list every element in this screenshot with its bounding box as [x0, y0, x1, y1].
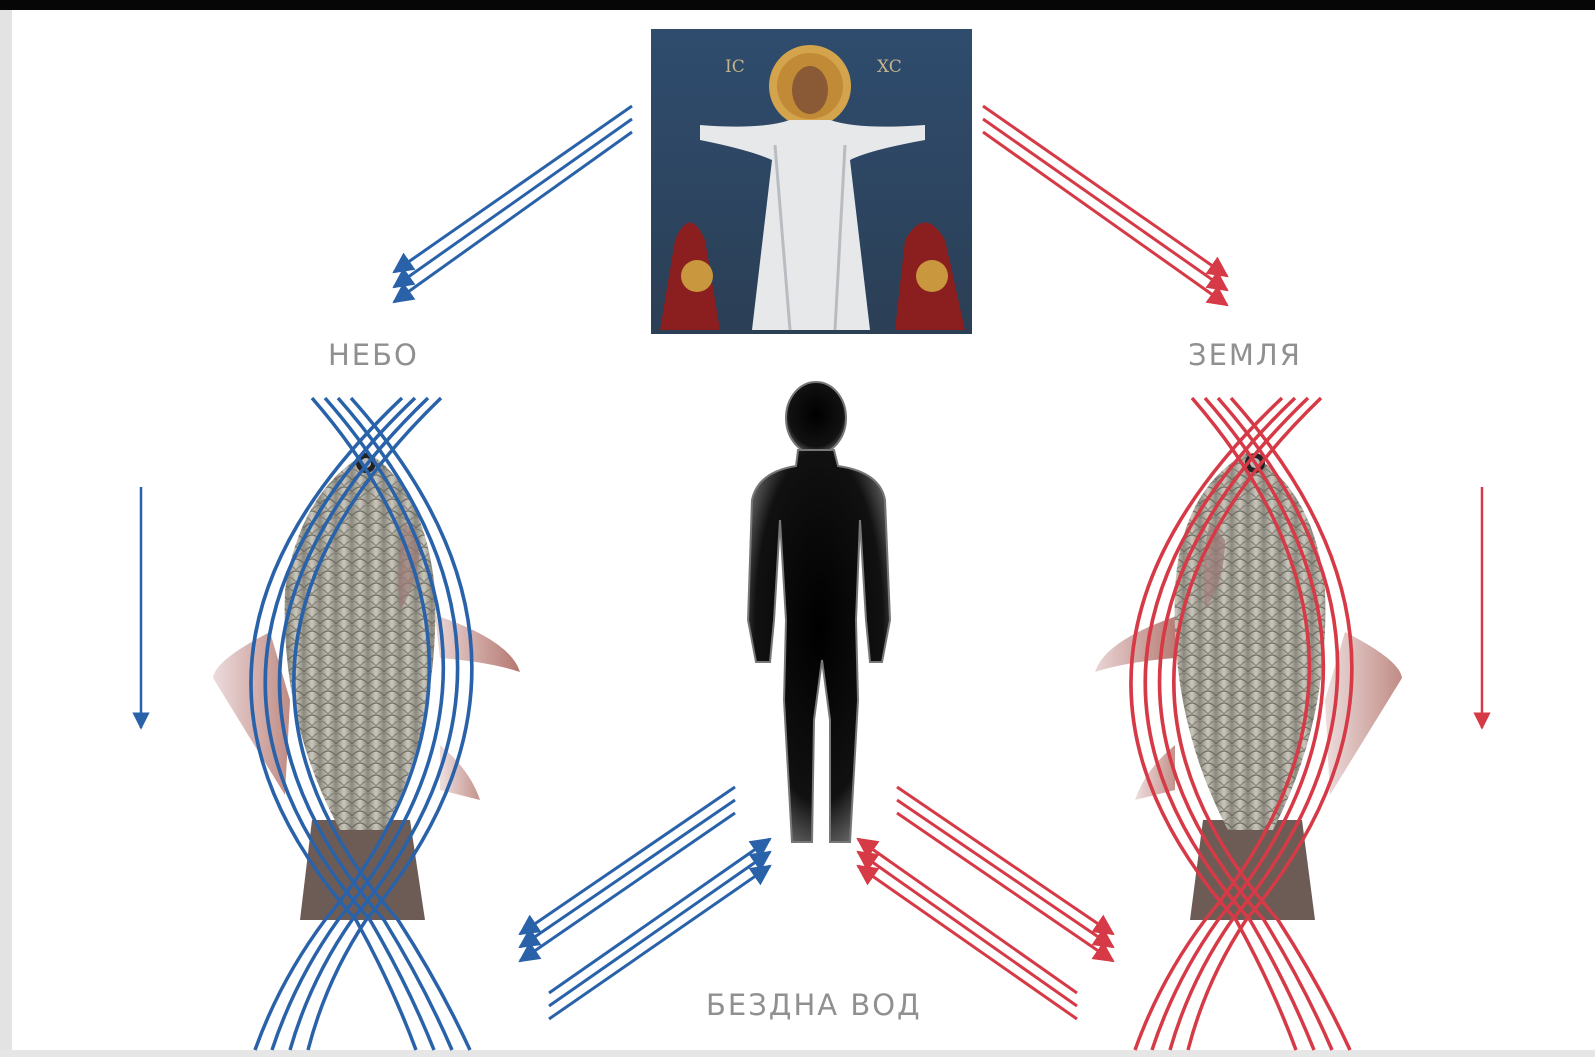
top-left-blue-arrows — [394, 106, 632, 302]
abyss-label: БЕЗДНА ВОД — [706, 988, 922, 1022]
left-fish-image — [213, 452, 520, 920]
sky-label: НЕБО — [328, 338, 419, 372]
icon-letters-left: IC — [725, 57, 745, 77]
top-right-red-arrows — [983, 106, 1227, 305]
right-fish-image — [1095, 452, 1402, 920]
christ-icon-image: IC XC — [651, 29, 972, 334]
human-silhouette-image — [748, 382, 890, 842]
bottom-left-blue-arrows — [520, 787, 770, 1019]
icon-letters-right: XC — [877, 57, 902, 77]
earth-label: ЗЕМЛЯ — [1188, 338, 1302, 372]
bottom-right-red-arrows — [858, 787, 1113, 1019]
